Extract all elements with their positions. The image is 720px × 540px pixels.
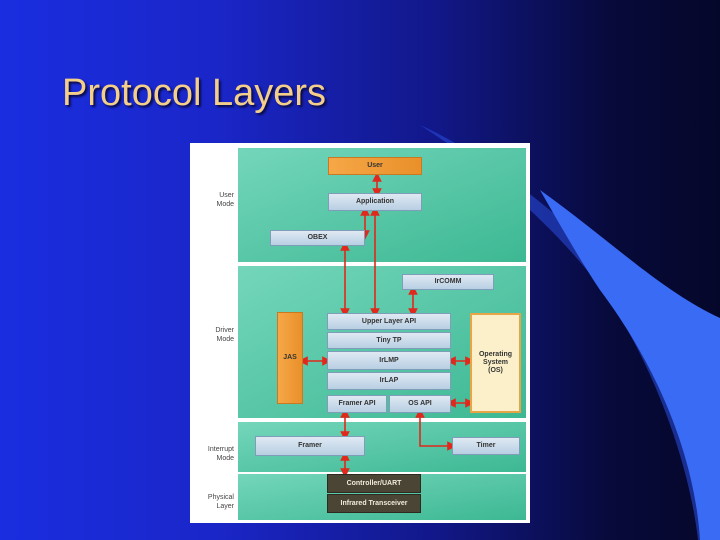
irlmp-box: IrLMP: [327, 351, 451, 370]
irlap-box: IrLAP: [327, 372, 451, 390]
infrared-transceiver-box: Infrared Transceiver: [327, 494, 421, 513]
operating-system-box: Operating System (OS): [470, 313, 521, 413]
ircomm-box: IrCOMM: [402, 274, 494, 290]
mode-label-user: User Mode: [216, 192, 234, 208]
mode-label-physical: Physical Layer: [207, 494, 234, 510]
user-box: User: [328, 157, 422, 175]
slide-title: Protocol Layers: [62, 72, 327, 114]
protocol-diagram: User Mode Driver Mode Interrupt Mode Phy…: [190, 143, 530, 523]
mode-label-interrupt: Interrupt Mode: [207, 446, 234, 462]
application-box: Application: [328, 193, 422, 211]
tiny-tp-box: Tiny TP: [327, 332, 451, 349]
controller-uart-box: Controller/UART: [327, 474, 421, 493]
framer-box: Framer: [255, 436, 365, 456]
obex-box: OBEX: [270, 230, 365, 246]
os-api-box: OS API: [389, 395, 451, 413]
jas-box: JAS: [277, 312, 303, 404]
timer-box: Timer: [452, 437, 520, 455]
framer-api-box: Framer API: [327, 395, 387, 413]
mode-label-driver: Driver Mode: [215, 327, 234, 343]
upper-layer-api-box: Upper Layer API: [327, 313, 451, 330]
